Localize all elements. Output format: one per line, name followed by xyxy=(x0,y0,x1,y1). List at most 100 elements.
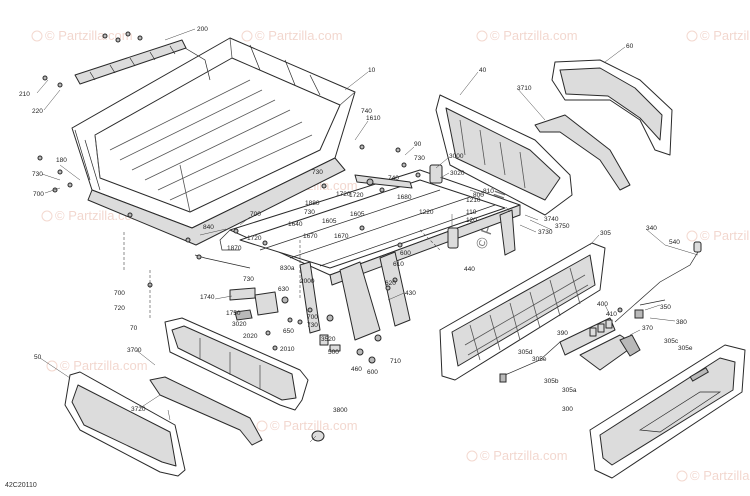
watermark: © Partzilla.com xyxy=(700,228,750,243)
right-outer-panel xyxy=(551,59,673,156)
label: 600 xyxy=(400,250,411,257)
label: 305c xyxy=(664,338,679,345)
label: 2000 xyxy=(300,278,315,285)
label: 350 xyxy=(660,304,671,311)
label: 1880 xyxy=(305,200,320,207)
label: 610 xyxy=(393,261,404,268)
label: 460 xyxy=(351,366,362,373)
label: 1210 xyxy=(466,197,481,204)
watermark: © Partzilla.com xyxy=(45,28,133,43)
label: 370 xyxy=(642,325,653,332)
label: 3720 xyxy=(131,406,146,413)
small-hardware xyxy=(185,144,421,352)
label: 710 xyxy=(390,358,401,365)
label: 10 xyxy=(368,67,376,74)
label: 390 xyxy=(557,330,568,337)
trim-strip xyxy=(534,114,631,191)
label: 210 xyxy=(19,91,30,98)
label: 840 xyxy=(203,224,214,231)
label: 90 xyxy=(414,141,422,148)
label: 730 xyxy=(32,171,43,178)
label: 630 xyxy=(278,286,289,293)
label: 740 xyxy=(388,175,399,182)
label: 40 xyxy=(479,67,487,74)
label: 800 xyxy=(473,192,484,199)
label: 730 xyxy=(307,322,318,329)
label: 830a xyxy=(280,265,295,272)
label: 600 xyxy=(367,369,378,376)
label: 340 xyxy=(646,225,657,232)
label: 700 xyxy=(114,290,125,297)
label: 3020 xyxy=(232,321,247,328)
label: 120 xyxy=(466,217,477,224)
label: 650 xyxy=(283,328,294,335)
diagram-code: 42C20110 xyxy=(5,482,37,489)
label: 730 xyxy=(414,155,425,162)
dashed-guides xyxy=(123,229,441,320)
label: 305b xyxy=(544,378,559,385)
label: 1740 xyxy=(200,294,215,301)
subframe xyxy=(194,169,521,341)
watermark: © Partzilla.com xyxy=(490,28,578,43)
label: 440 xyxy=(464,266,475,273)
tailgate-cable xyxy=(614,241,702,323)
label: 730 xyxy=(304,209,315,216)
label: 3020 xyxy=(450,170,465,177)
label: 500 xyxy=(328,349,339,356)
label: 540 xyxy=(669,239,680,246)
label: 700 xyxy=(250,211,261,218)
leader-lines xyxy=(36,28,699,443)
label: 1750 xyxy=(226,310,241,317)
label: 1720 xyxy=(336,191,351,198)
label: 220 xyxy=(32,108,43,115)
label: 3740 xyxy=(544,216,559,223)
label: 1870 xyxy=(227,245,242,252)
label: 1720 xyxy=(247,235,262,242)
label: 3520 xyxy=(321,336,336,343)
label: 305a xyxy=(562,387,577,394)
label: 1640 xyxy=(288,221,303,228)
watermark: © Partzilla.com xyxy=(60,358,148,373)
label: 3750 xyxy=(555,223,570,230)
cargo-box xyxy=(71,37,356,246)
tailgate-outer xyxy=(589,344,746,479)
label: 180 xyxy=(56,157,67,164)
label: 300 xyxy=(562,406,573,413)
watermark: © Partzilla.com xyxy=(480,448,568,463)
label: 3800 xyxy=(333,407,348,414)
label: 110 xyxy=(466,209,477,216)
label: 430 xyxy=(405,290,416,297)
label: 1220 xyxy=(419,209,434,216)
label: 700 xyxy=(33,191,44,198)
tailgate-inner xyxy=(439,242,606,381)
label: 620 xyxy=(385,280,396,287)
cap xyxy=(311,430,325,442)
label: 740 xyxy=(361,108,372,115)
label: 720 xyxy=(114,305,125,312)
label: 1720 xyxy=(349,192,364,199)
latch-parts xyxy=(499,307,644,383)
label: 1670 xyxy=(334,233,349,240)
left-side-panel xyxy=(164,317,309,411)
right-side-panel xyxy=(435,94,573,216)
label: 50 xyxy=(34,354,42,361)
label: 2010 xyxy=(280,346,295,353)
label: 1670 xyxy=(303,233,318,240)
label: 730 xyxy=(312,169,323,176)
left-outer-panel xyxy=(64,371,186,477)
watermark: © Partzilla.com xyxy=(255,28,343,43)
label: 1610 xyxy=(366,115,381,122)
top-rail-part xyxy=(74,39,187,85)
label: 305 xyxy=(600,230,611,237)
label: 1605 xyxy=(322,218,337,225)
label: 3710 xyxy=(517,85,532,92)
watermark: © Partzilla.com xyxy=(700,28,750,43)
label: 1680 xyxy=(397,194,412,201)
watermark: © Partzilla.com xyxy=(270,418,358,433)
callout-labels: 200 210 220 10 1610 40 60 3710 180 730 7… xyxy=(19,26,693,414)
label: 3000 xyxy=(449,153,464,160)
label: 200 xyxy=(197,26,208,33)
watermark: © Partzilla.com xyxy=(690,468,750,483)
label: 2020 xyxy=(243,333,258,340)
